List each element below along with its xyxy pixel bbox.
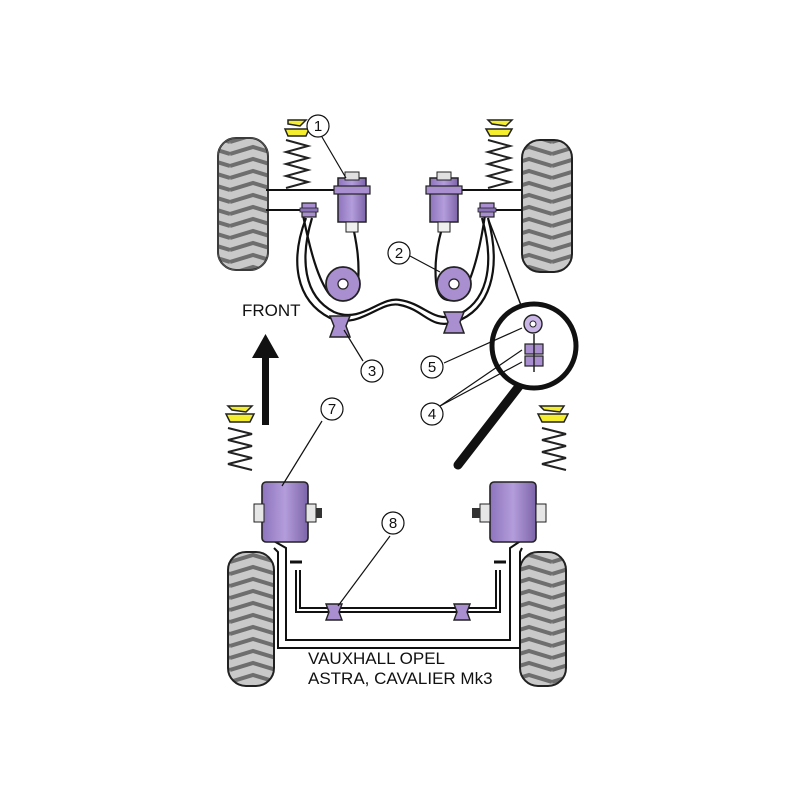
callouts [281,136,523,607]
vehicle-label-line2: ASTRA, CAVALIER Mk3 [308,669,493,688]
tyre-rear-left [227,551,275,687]
callout-2: 2 [387,241,411,265]
tyre-front-right [521,139,573,273]
tyre-front-left [217,137,269,271]
bush-item-1-right [425,171,463,233]
spring-front-left [282,119,312,189]
front-axle [217,119,579,470]
front-frame-lines [266,189,522,211]
front-anti-roll-bar [296,217,495,325]
tyre-rear-right [519,551,567,687]
bush-item-7-right [472,481,547,543]
callout-1: 1 [306,114,330,138]
vehicle-label-line1: VAUXHALL OPEL [308,649,445,668]
rear-beam [271,539,523,649]
front-arrow-icon [252,334,279,425]
bush-item-8-left [324,603,344,621]
rear-axle [224,405,570,687]
bush-item-2-left [325,266,361,302]
callout-8: 8 [381,511,405,535]
front-label: FRONT [242,301,301,320]
drop-link-bush-right [477,202,497,218]
callout-7: 7 [320,397,344,421]
spring-rear-right [536,405,570,471]
bush-item-2-right [436,266,472,302]
svg-text:5: 5 [428,359,436,376]
bush-item-7-left [253,481,322,543]
callout-5: 5 [420,355,444,379]
svg-text:4: 4 [428,406,436,423]
svg-text:1: 1 [314,118,322,135]
bush-item-8-right [452,603,472,621]
bush-item-1-left [333,171,371,233]
spring-rear-left [224,405,256,471]
bush-item-3-right [442,311,466,334]
spring-front-right [484,119,514,189]
svg-text:2: 2 [395,245,403,262]
svg-text:7: 7 [328,401,336,418]
svg-text:3: 3 [368,363,376,380]
drop-link-bush-left [299,202,319,218]
svg-text:8: 8 [389,515,397,532]
callout-3: 3 [360,359,384,383]
callout-4: 4 [420,402,444,426]
